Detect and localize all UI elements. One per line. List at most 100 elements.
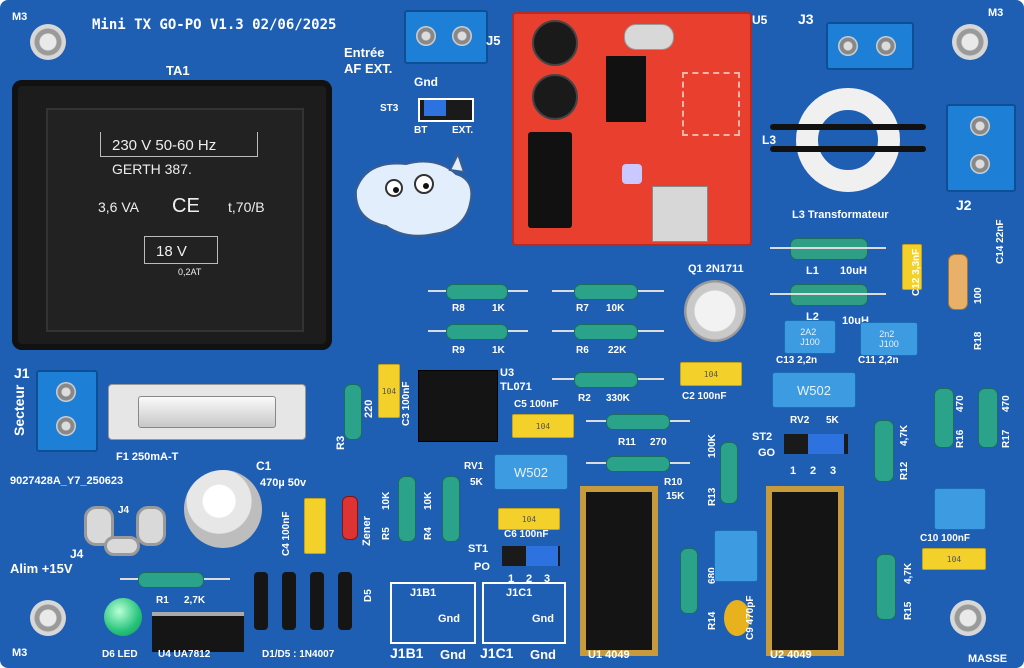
screw-icon <box>56 416 76 436</box>
resistor-r7 <box>574 284 638 300</box>
j1-desc: Secteur <box>11 384 27 436</box>
r12-val: 4,7K <box>899 424 910 446</box>
r5-val: 10K <box>381 491 392 510</box>
rv1-label: RV1 <box>464 461 484 472</box>
led-d6-icon <box>104 598 142 636</box>
c9-label: C9 470pF <box>745 595 756 640</box>
c4-label: C4 100nF <box>281 511 292 556</box>
module-chip <box>606 56 646 122</box>
r13-val: 100K <box>707 434 718 458</box>
j2-label: J2 <box>956 197 972 213</box>
st1-label: ST1 <box>468 543 489 555</box>
screw-icon <box>838 36 858 56</box>
resistor-r3 <box>344 384 362 440</box>
capacitor-c10-blue <box>934 488 986 530</box>
r14-label: R14 <box>707 611 718 630</box>
transistor-q1 <box>684 280 746 342</box>
mount-hole-top-left <box>30 24 66 60</box>
ic-u1 <box>580 486 658 656</box>
capacitor-icon <box>532 20 578 66</box>
capacitor-c3: 104 <box>378 364 400 418</box>
st3-label: ST3 <box>380 103 399 114</box>
r15-val: 4,7K <box>903 562 914 584</box>
c10-label: C10 100nF <box>920 533 971 544</box>
j1c1-bottom-label: J1C1 <box>480 645 514 661</box>
transformer-line-3-left: 3,6 VA <box>98 199 139 215</box>
j4-label: J4 <box>70 547 84 561</box>
st3-ext: EXT. <box>452 125 474 136</box>
rv2-val: 5K <box>826 415 839 426</box>
c1-val: 470µ 50v <box>260 477 307 489</box>
r13-label: R13 <box>707 487 718 506</box>
j5-gnd: Gnd <box>414 75 438 89</box>
diode-icon <box>254 572 268 630</box>
st1-pin-3: 3 <box>544 573 551 585</box>
d6-label: D6 LED <box>102 649 138 660</box>
capacitor-c13: 2A2 J100 <box>784 320 836 354</box>
d5-label: D5 <box>363 589 374 602</box>
transformer-frame <box>100 132 258 157</box>
resistor-r6 <box>574 324 638 340</box>
fuse-icon <box>138 396 276 428</box>
r1-label: R1 <box>156 595 169 606</box>
corner-label-m3: M3 <box>12 11 28 23</box>
j1c1-connector-outline <box>482 582 566 644</box>
st3-bt: BT <box>414 125 428 136</box>
j3-terminal[interactable] <box>826 22 914 70</box>
resistor-r5 <box>398 476 416 542</box>
j2-terminal[interactable] <box>946 104 1016 192</box>
diode-icon <box>310 572 324 630</box>
dragon-logo-icon <box>354 151 473 237</box>
capacitor-c9-blue <box>714 530 758 582</box>
mount-hole-bottom-right <box>950 600 986 636</box>
l1-label: L1 <box>806 265 819 277</box>
st2-pin-1: 1 <box>790 465 797 477</box>
trimmer-rv2[interactable]: W502 <box>772 372 856 408</box>
r18-val: 100 <box>973 287 984 304</box>
r4-val: 10K <box>423 491 434 510</box>
resistor-r12 <box>874 420 894 482</box>
lead <box>770 293 886 295</box>
u4-label: U4 UA7812 <box>158 649 211 660</box>
toroid-transformer-icon <box>796 88 900 192</box>
c6-label: C6 100nF <box>504 529 549 540</box>
r4-label: R4 <box>423 527 434 540</box>
j5-desc-1: Entrée <box>344 45 385 60</box>
lead <box>770 247 886 249</box>
c14-label: C14 22nF <box>995 219 1006 264</box>
j5-desc-2: AF EXT. <box>344 61 393 76</box>
l3-desc: L3 Transformateur <box>792 209 889 221</box>
screw-icon <box>970 154 990 174</box>
c11-label: C11 2,2n <box>858 355 899 366</box>
regulator-u4 <box>152 612 244 652</box>
l1-val: 10uH <box>840 265 867 277</box>
j1b1-connector-outline <box>390 582 476 644</box>
j1-terminal[interactable] <box>36 370 98 452</box>
j5-terminal[interactable] <box>404 10 488 64</box>
resistor-r11 <box>606 414 670 430</box>
zener-diode-icon <box>342 496 358 540</box>
resistor-r13 <box>720 442 738 504</box>
resistor-r14 <box>680 548 698 614</box>
resistor-r8 <box>446 284 508 300</box>
st2-pin-3: 3 <box>830 465 837 477</box>
resistor-r18 <box>948 254 968 310</box>
trimmer-rv1[interactable]: W502 <box>494 454 568 490</box>
capacitor-c2: 104 <box>680 362 742 386</box>
c13-label: C13 2,2n <box>776 355 818 366</box>
audio-jack-icon <box>528 132 572 228</box>
r12-label: R12 <box>899 461 910 480</box>
rv1-val: 5K <box>470 477 483 488</box>
rv2-label: RV2 <box>790 415 810 426</box>
corner-label-m3: M3 <box>988 7 1004 19</box>
toroid-winding <box>770 124 926 130</box>
mount-hole-bottom-left <box>30 600 66 636</box>
crystal-icon <box>624 24 674 50</box>
inductor-l2 <box>790 284 868 306</box>
screw-icon <box>452 26 472 46</box>
c3-label: C3 100nF <box>401 381 412 426</box>
r16-val: 470 <box>955 395 966 412</box>
transformer-line-4: 18 V <box>156 243 187 260</box>
inductor-l1 <box>790 238 868 260</box>
c2-label: C2 100nF <box>682 391 727 402</box>
